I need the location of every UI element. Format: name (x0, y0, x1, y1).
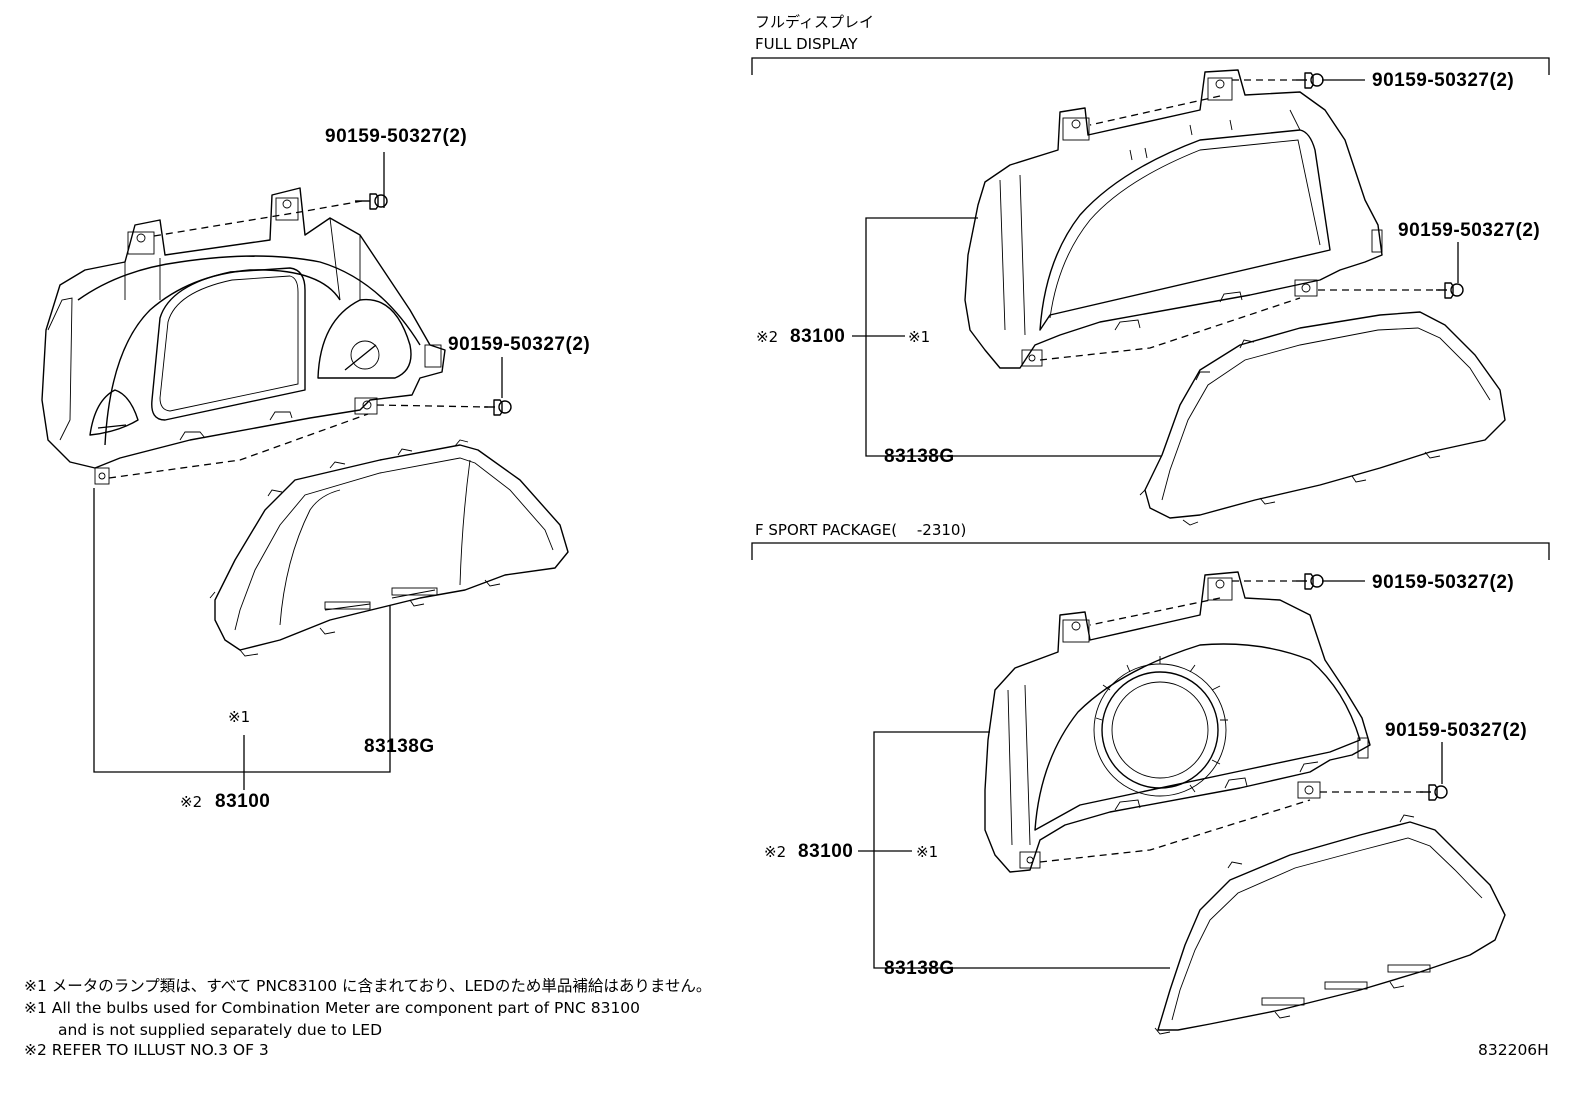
left-meter-mark: ※2 (180, 793, 202, 811)
f-sport-meter-assembly (858, 571, 1506, 1035)
section-bracket (751, 57, 1550, 75)
section-bracket (751, 542, 1550, 560)
left-meter-part-number: 83100 (215, 791, 270, 812)
full-display-lens-part-number: 83138G (884, 446, 955, 467)
full-display-meter-part-number: 83100 (790, 326, 845, 347)
f-sport-lens-part-number: 83138G (884, 958, 955, 979)
footnotes: ※1 メータのランプ類は、すべて PNC83100 に含まれており、LEDのため… (24, 977, 711, 1059)
screw-icon (355, 193, 388, 210)
footnote-en-1: ※1 All the bulbs used for Combination Me… (24, 999, 640, 1017)
left-meter-assembly (41, 152, 569, 790)
section-title-f-sport: F SPORT PACKAGE( -2310) (755, 521, 966, 539)
full-display-meter-assembly (852, 69, 1506, 526)
screw-icon (1296, 573, 1324, 590)
f-sport-screw-top-part-number: 90159-50327(2) (1372, 572, 1514, 593)
section-title-full-display-en: FULL DISPLAY (755, 35, 858, 53)
left-note-mark: ※1 (228, 708, 250, 726)
f-sport-screw-right-part-number: 90159-50327(2) (1385, 720, 1527, 741)
left-screw-top-part-number: 90159-50327(2) (325, 126, 467, 147)
full-display-screw-right-part-number: 90159-50327(2) (1398, 220, 1540, 241)
illustration-id: 832206H (1478, 1041, 1549, 1059)
f-sport-note-mark: ※1 (916, 843, 938, 861)
section-title-full-display-jp: フルディスプレイ (755, 13, 874, 31)
f-sport-meter-part-number: 83100 (798, 841, 853, 862)
footnote-ref: ※2 REFER TO ILLUST NO.3 OF 3 (24, 1041, 269, 1059)
left-screw-right-part-number: 90159-50327(2) (448, 334, 590, 355)
footnote-jp: ※1 メータのランプ類は、すべて PNC83100 に含まれており、LEDのため… (24, 977, 711, 995)
screw-icon (484, 399, 512, 416)
full-display-screw-top-part-number: 90159-50327(2) (1372, 70, 1514, 91)
footnote-en-2: and is not supplied separately due to LE… (58, 1021, 382, 1039)
f-sport-meter-mark: ※2 (764, 843, 786, 861)
full-display-meter-mark: ※2 (756, 328, 778, 346)
screw-icon (1296, 72, 1324, 89)
screw-icon (1420, 784, 1448, 801)
full-display-note-mark: ※1 (908, 328, 930, 346)
screw-icon (1436, 282, 1464, 299)
left-lens-part-number: 83138G (364, 736, 435, 757)
